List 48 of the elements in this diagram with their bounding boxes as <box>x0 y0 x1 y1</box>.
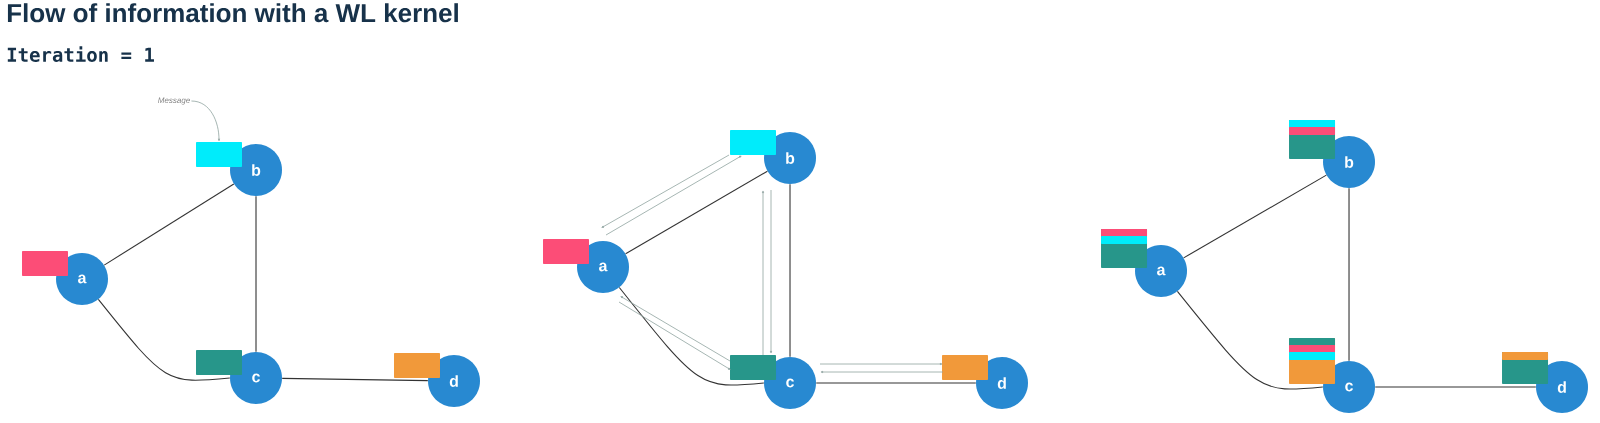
graph-node: a <box>1135 245 1187 297</box>
graph-edge <box>1374 386 1537 388</box>
graph-edge <box>1183 174 1327 259</box>
graph-node: a <box>577 241 629 293</box>
message-card <box>196 142 242 167</box>
message-arrow <box>761 190 765 356</box>
callout-text: Message <box>158 97 190 105</box>
graph-node: a <box>56 253 108 305</box>
graph-edge <box>1176 290 1324 390</box>
graph-node: c <box>230 352 282 404</box>
message-arrow <box>620 296 731 362</box>
graph-edge <box>97 298 231 381</box>
graph-node: c <box>764 357 816 409</box>
message-arrow <box>618 301 731 370</box>
graph-edge <box>281 377 429 382</box>
graph-node: c <box>1323 361 1375 413</box>
graph-edge <box>1348 187 1350 362</box>
graph-edge <box>625 170 768 255</box>
title: Flow of information with a WL kernel <box>7 3 458 23</box>
graph-edge <box>815 382 977 384</box>
graph-node: b <box>1323 136 1375 188</box>
graph-node: d <box>1536 361 1588 413</box>
graph-edge <box>789 183 791 358</box>
message-arrow <box>769 189 773 354</box>
message-arrow <box>819 362 943 366</box>
message-stack <box>1289 338 1335 384</box>
subtitle: Iteration = 1 <box>7 46 154 62</box>
graph-edge <box>618 286 765 386</box>
message-card <box>730 130 776 155</box>
leader-line <box>191 100 221 142</box>
graph-node: d <box>976 357 1028 409</box>
message-card <box>730 355 776 380</box>
message-arrow <box>605 155 742 236</box>
graph-node: b <box>230 144 282 196</box>
message-stack <box>1101 229 1147 268</box>
message-card <box>22 251 68 276</box>
graph-edge <box>255 195 257 353</box>
message-card <box>394 353 440 378</box>
message-stack <box>1502 352 1548 384</box>
graph-node: b <box>764 132 816 184</box>
message-card <box>942 355 988 380</box>
graph-edge <box>103 183 235 266</box>
message-stack <box>1289 120 1335 159</box>
message-arrow <box>601 154 730 228</box>
message-card <box>196 350 242 375</box>
message-arrow <box>820 370 944 374</box>
message-card <box>543 239 589 264</box>
graph-node: d <box>428 355 480 407</box>
